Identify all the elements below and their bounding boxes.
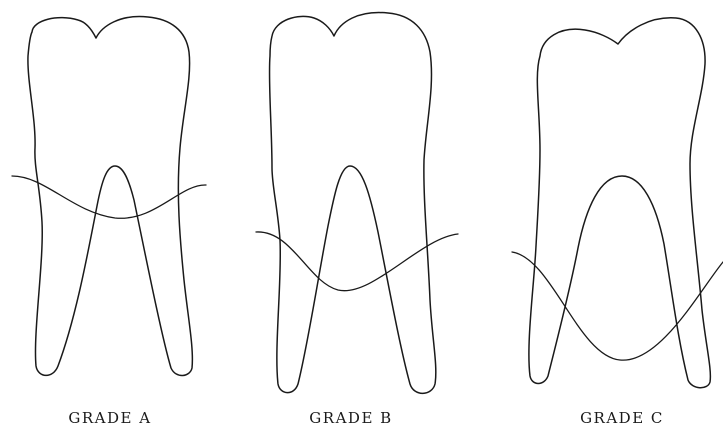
tooth-b-outline (269, 13, 435, 394)
panel-grade-c (512, 18, 723, 388)
bone-level-line-c (512, 252, 723, 360)
grade-c-label: GRADE C (580, 409, 664, 427)
panel-grade-a (12, 17, 206, 376)
tooth-a-outline (28, 17, 192, 376)
grade-a-label: GRADE A (68, 409, 151, 427)
tooth-c-outline (529, 18, 711, 388)
panel-grade-b (256, 13, 458, 394)
grade-b-label: GRADE B (309, 409, 392, 427)
